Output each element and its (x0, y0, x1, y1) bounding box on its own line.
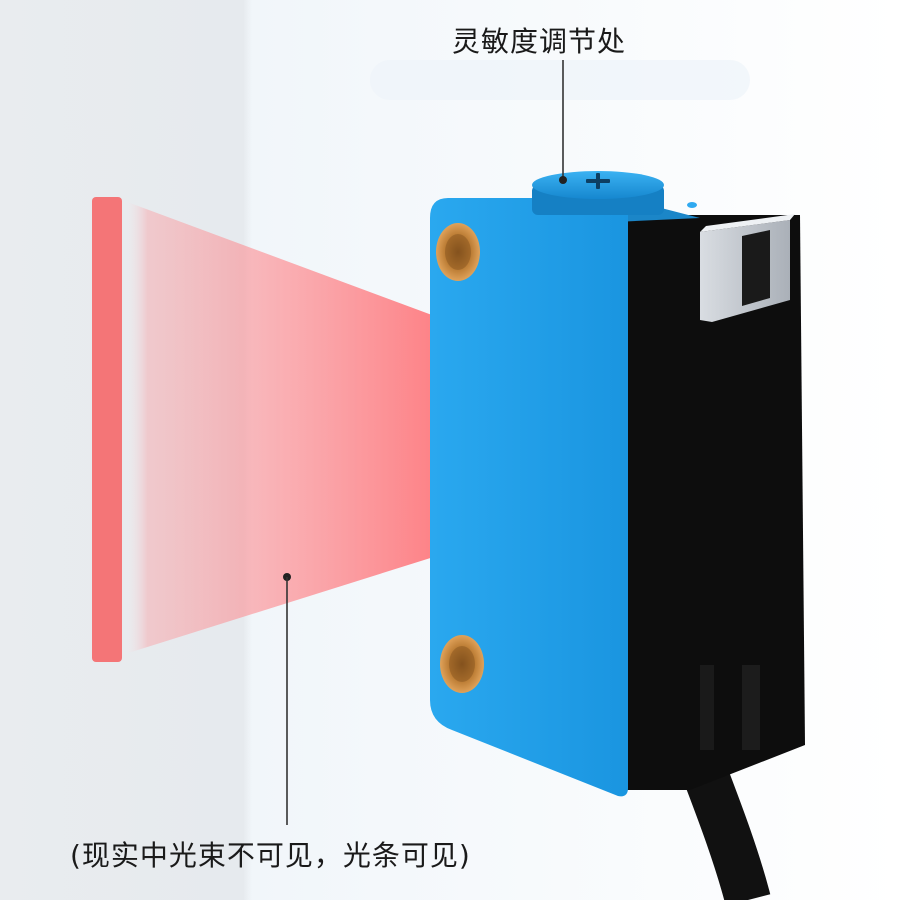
background-glow (370, 60, 750, 100)
beam-visibility-note: (现实中光束不可见，光条可见) (70, 839, 471, 872)
sensor-front-body (430, 198, 628, 797)
metal-clip (700, 214, 795, 322)
sensor-back-housing (615, 215, 805, 790)
mounting-hole-top-inner (445, 234, 471, 270)
leader-dot-top (559, 176, 567, 184)
indicator-led (687, 202, 697, 208)
light-beam (122, 200, 440, 655)
sensitivity-adjust-label: 灵敏度调节处 (452, 25, 627, 58)
light-strip (92, 197, 122, 662)
cable-slot-edge (700, 665, 714, 750)
mounting-hole-bottom-inner (449, 646, 475, 682)
cable-slot (742, 665, 760, 750)
phillips-screw-icon[interactable] (586, 173, 610, 189)
